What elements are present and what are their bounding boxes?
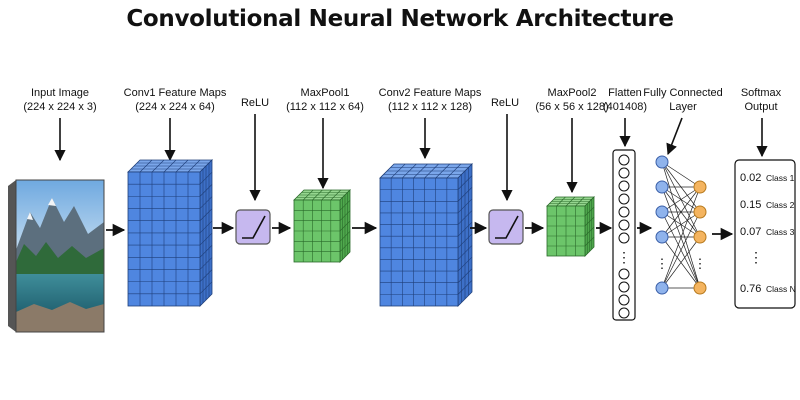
softmax-probability: 0.07 xyxy=(740,226,761,238)
softmax-row: 0.07 Class 3 xyxy=(740,226,795,238)
flatten-node xyxy=(618,167,630,179)
label-fully-connected: Fully Connected Layer xyxy=(637,86,729,114)
label-name: Flatten xyxy=(608,87,642,99)
label-input-image: Input Image (224 x 224 x 3) xyxy=(10,86,110,114)
label-name: ReLU xyxy=(240,97,270,109)
flatten-node xyxy=(618,268,630,280)
softmax-output-box: 0.02 Class 1 0.15 Class 2 0.07 Class 3 0.76 Cla… xyxy=(734,159,796,309)
flatten-node xyxy=(618,193,630,205)
flatten-node xyxy=(618,219,630,231)
softmax-row: 0.15 Class 2 xyxy=(740,199,795,211)
label-name: MaxPool2 xyxy=(547,87,597,99)
label-conv2: Conv2 Feature Maps (112 x 112 x 128) xyxy=(370,86,490,114)
ellipsis: ⋮ xyxy=(749,249,763,265)
fully-connected-network: ⋮⋮ xyxy=(655,155,707,295)
conv2-feature-maps-block xyxy=(379,163,473,307)
label-name: Input Image xyxy=(30,87,90,99)
fc-output-neuron xyxy=(693,180,707,194)
softmax-row: 0.76 Class N xyxy=(740,283,796,295)
label-name: ReLU xyxy=(490,97,520,109)
flatten-node xyxy=(618,154,630,166)
relu1-box xyxy=(235,209,271,245)
softmax-probability: 0.02 xyxy=(740,172,761,184)
label-name: Conv1 Feature Maps xyxy=(123,87,227,99)
conv1-feature-maps-block xyxy=(127,159,213,307)
softmax-class-label: Class N xyxy=(766,284,796,294)
label-relu2: ReLU xyxy=(475,96,535,110)
fc-input-neuron xyxy=(655,205,669,219)
flatten-node xyxy=(618,180,630,192)
flatten-node xyxy=(618,281,630,293)
input-image xyxy=(8,179,105,333)
softmax-probability: 0.15 xyxy=(740,199,761,211)
label-dims: (112 x 112 x 64) xyxy=(286,101,364,113)
label-dims: Output xyxy=(744,101,778,113)
label-name: Conv2 Feature Maps xyxy=(378,87,482,99)
label-softmax: Softmax Output xyxy=(727,86,795,114)
forest-shape xyxy=(16,242,104,276)
label-dims: (224 x 224 x 64) xyxy=(135,101,215,113)
flatten-node xyxy=(618,232,630,244)
label-pointers xyxy=(54,114,768,202)
relu2-box xyxy=(488,209,524,245)
fc-output-neuron xyxy=(693,281,707,295)
flatten-node xyxy=(618,307,630,319)
label-name: Fully Connected xyxy=(643,87,723,99)
label-dims: (224 x 224 x 3) xyxy=(23,101,97,113)
flatten-node xyxy=(618,294,630,306)
flatten-node xyxy=(618,206,630,218)
fc-output-neuron xyxy=(693,230,707,244)
fc-input-neuron xyxy=(655,155,669,169)
softmax-class-label: Class 3 xyxy=(766,227,795,237)
ellipsis: ⋮ xyxy=(694,256,707,271)
fc-output-neuron xyxy=(693,205,707,219)
label-name: MaxPool1 xyxy=(300,87,350,99)
label-pool2: MaxPool2 (56 x 56 x 128) xyxy=(527,86,617,114)
softmax-row: 0.02 Class 1 xyxy=(740,172,795,184)
fc-input-neuron xyxy=(655,230,669,244)
shore-rocks xyxy=(16,302,104,332)
ellipsis: ⋮ xyxy=(617,249,631,265)
label-dims: Layer xyxy=(669,101,697,113)
label-conv1: Conv1 Feature Maps (224 x 224 x 64) xyxy=(115,86,235,114)
label-pool1: MaxPool1 (112 x 112 x 64) xyxy=(275,86,375,114)
relu-curve-icon xyxy=(495,215,519,239)
label-dims: (112 x 112 x 128) xyxy=(388,101,472,113)
maxpool1-block xyxy=(293,189,351,263)
softmax-class-label: Class 1 xyxy=(766,173,795,183)
fc-input-neuron xyxy=(655,281,669,295)
maxpool2-block xyxy=(546,196,595,257)
ellipsis: ⋮ xyxy=(656,256,669,271)
relu-curve-icon xyxy=(242,215,266,239)
diagram-title: Convolutional Neural Network Architectur… xyxy=(126,6,674,32)
label-relu1: ReLU xyxy=(225,96,285,110)
flatten-vector: ⋮ xyxy=(612,149,636,321)
softmax-probability: 0.76 xyxy=(740,283,761,295)
flow-arrows xyxy=(106,221,734,241)
label-dims: (401408) xyxy=(602,101,648,113)
fc-input-neuron xyxy=(655,180,669,194)
label-flatten: Flatten (401408) xyxy=(597,86,653,114)
input-image-edge xyxy=(8,180,16,332)
label-name: Softmax xyxy=(740,87,782,99)
layer-blocks xyxy=(127,159,595,307)
mountain-shape xyxy=(16,198,104,262)
label-dims: (56 x 56 x 128) xyxy=(535,101,609,113)
softmax-class-label: Class 2 xyxy=(766,200,795,210)
